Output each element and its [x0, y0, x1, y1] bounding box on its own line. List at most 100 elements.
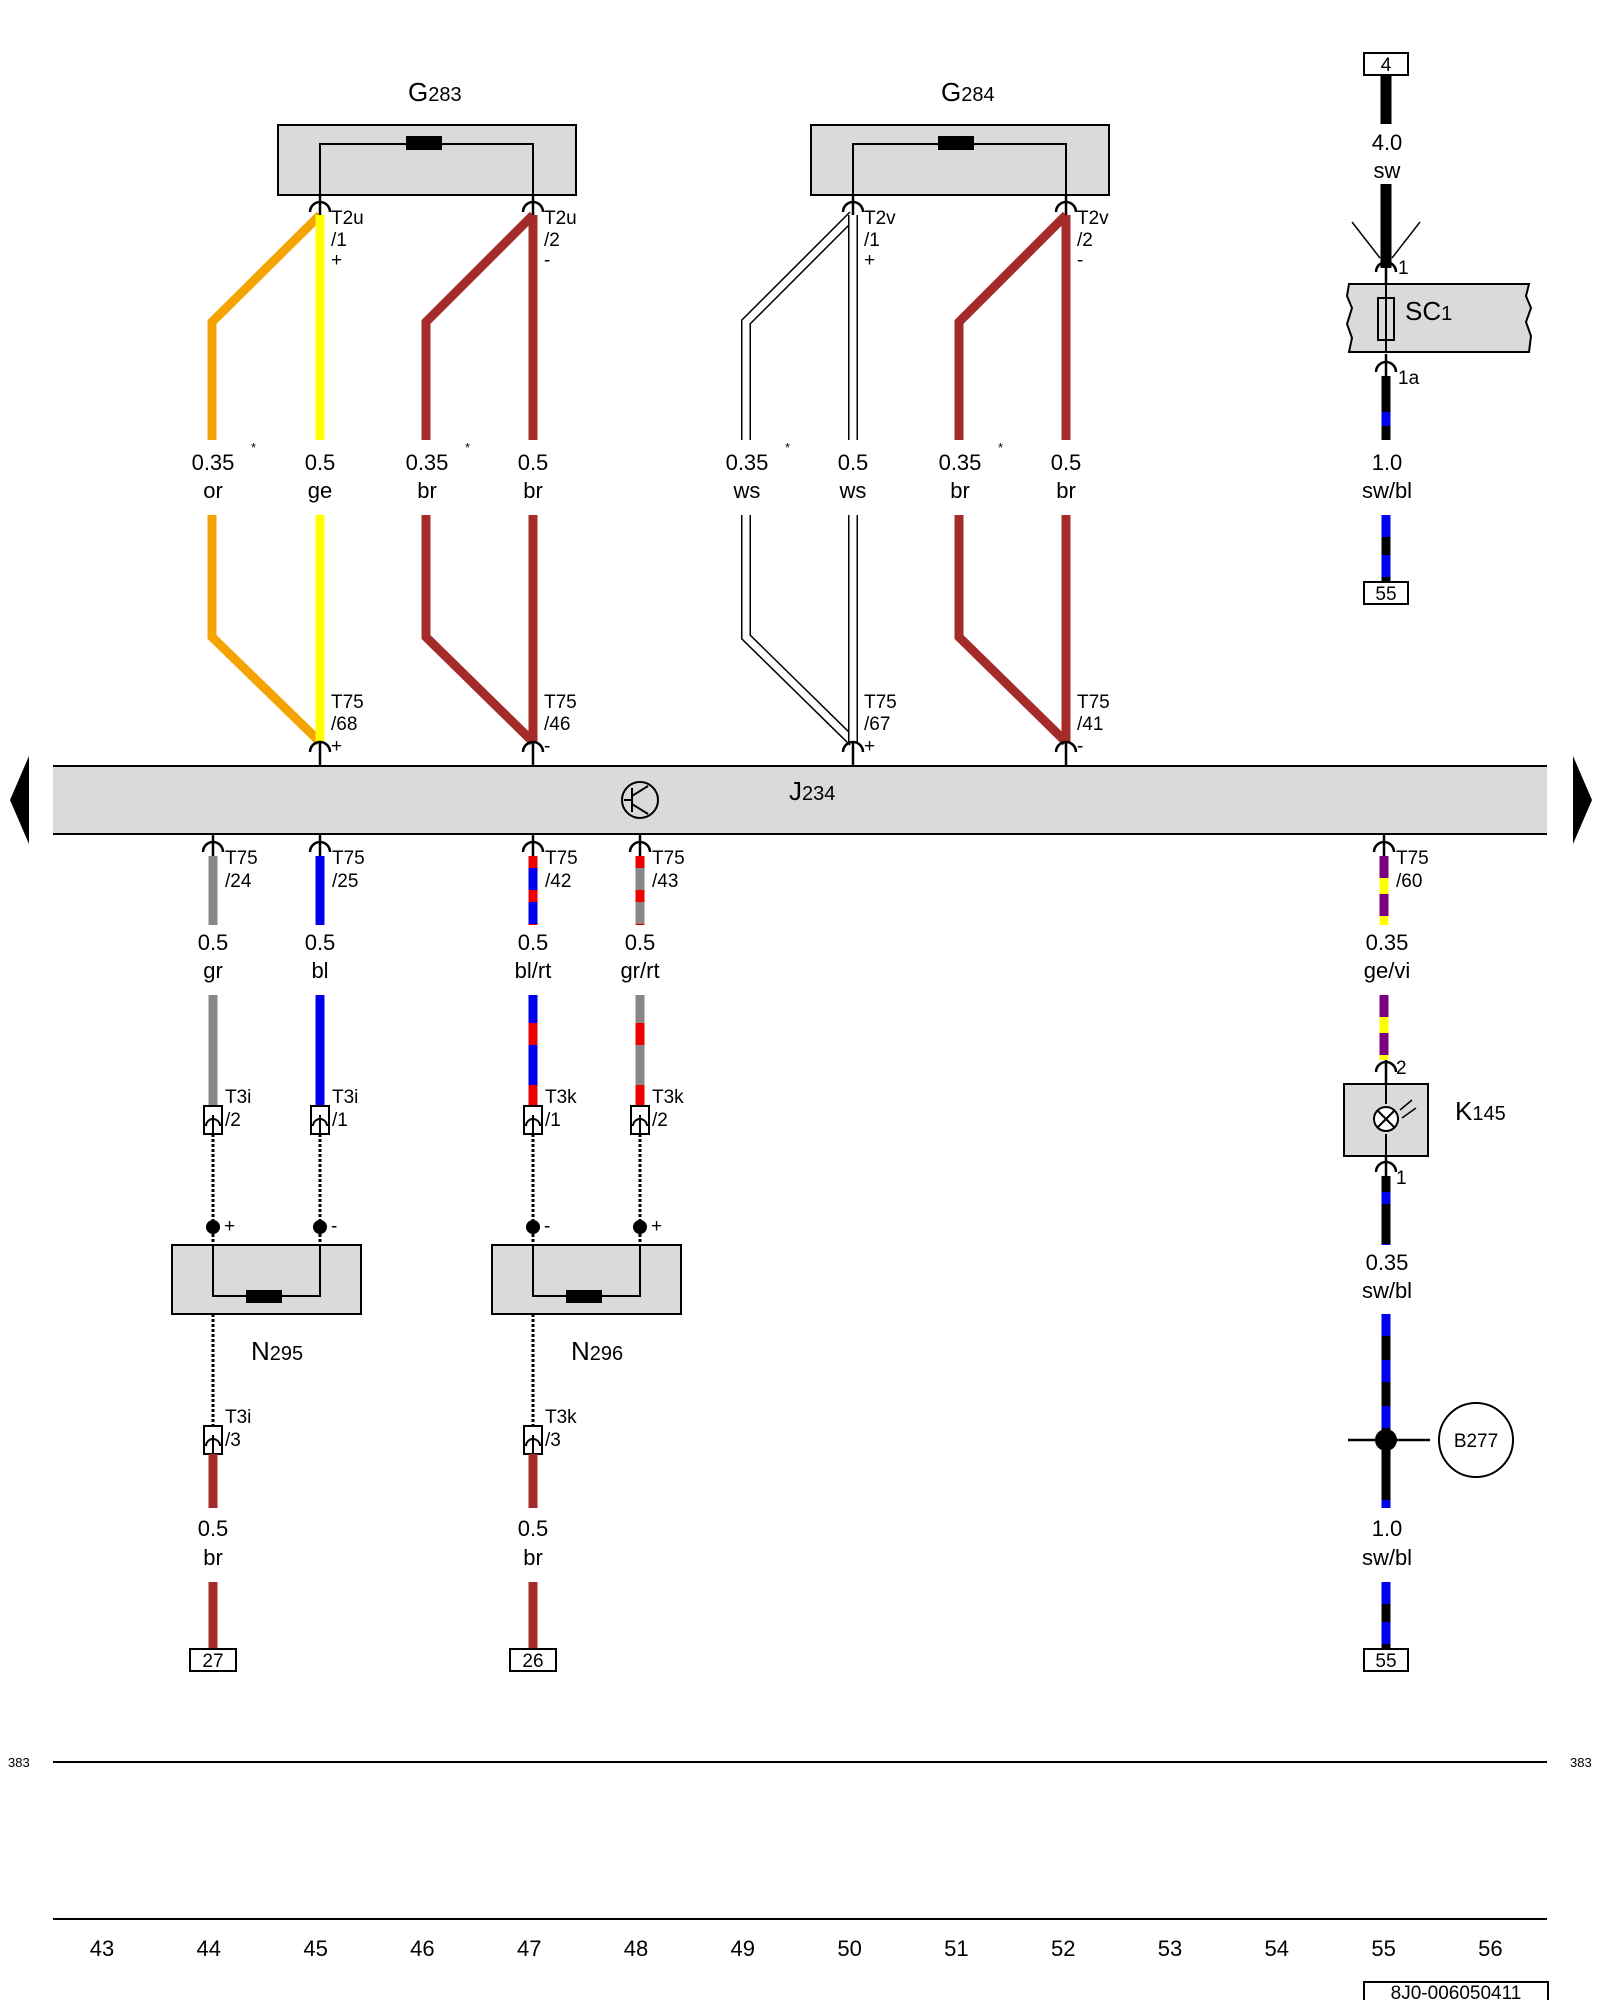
svg-text:br: br: [523, 1545, 543, 1570]
svg-text:sw: sw: [1374, 158, 1401, 183]
junction-dots: [206, 1220, 647, 1234]
wire-size: 0.5: [1051, 450, 1082, 475]
svg-text:1.0: 1.0: [1372, 450, 1403, 475]
page-number-left: 383: [8, 1755, 30, 1770]
svg-text:1: 1: [1398, 258, 1409, 279]
svg-text:T3k: T3k: [545, 1087, 577, 1108]
svg-text:/1: /1: [331, 230, 347, 251]
svg-text:bl: bl: [311, 958, 328, 983]
svg-text:1a: 1a: [1398, 368, 1420, 389]
svg-text:2: 2: [1396, 1058, 1407, 1079]
svg-text:-: -: [1077, 736, 1083, 757]
wire-w1[interactable]: [207, 211, 324, 746]
svg-text:27: 27: [202, 1651, 223, 1672]
svg-text:-: -: [331, 1216, 337, 1237]
svg-text:55: 55: [1375, 1651, 1396, 1672]
svg-text:sw/bl: sw/bl: [1362, 1545, 1412, 1570]
pin-labels-j234-bottom: T75 /24 T75 /25 T75 /42 T75 /43 T75 /60: [225, 848, 1429, 892]
svg-text:T75: T75: [544, 692, 577, 713]
svg-text:/1: /1: [545, 1110, 561, 1131]
wire-labels-mid: 0.5 gr 0.5 bl 0.5 bl/rt 0.5 gr/rt 0.35 g…: [198, 930, 1411, 983]
pin-labels-right: 1 1a 2 1: [1396, 258, 1420, 1189]
svg-text:/1: /1: [332, 1110, 348, 1131]
svg-text:/42: /42: [545, 871, 571, 892]
connector-symbols-j234-bottom: [201, 834, 1396, 856]
ref-box-4[interactable]: 4: [1363, 52, 1409, 76]
continue-right-arrow[interactable]: [1573, 756, 1592, 844]
svg-text:4.0: 4.0: [1372, 130, 1403, 155]
svg-text:+: +: [864, 250, 875, 271]
svg-text:8J0-006050411: 8J0-006050411: [1391, 1983, 1522, 2000]
component-n296[interactable]: [491, 1244, 682, 1315]
column-number: 53: [1158, 1936, 1182, 1961]
star-mark: *: [465, 440, 470, 455]
svg-text:0.5: 0.5: [198, 930, 229, 955]
svg-text:T2u: T2u: [331, 208, 364, 229]
svg-text:0.5: 0.5: [198, 1516, 229, 1541]
svg-text:/3: /3: [225, 1430, 241, 1451]
svg-text:ge/vi: ge/vi: [1364, 958, 1410, 983]
svg-text:br: br: [203, 1545, 223, 1570]
svg-text:26: 26: [522, 1651, 543, 1672]
ground-connection-b277[interactable]: B277: [1348, 1402, 1514, 1478]
svg-text:+: +: [331, 250, 342, 271]
svg-text:/25: /25: [332, 871, 358, 892]
plug-pin-labels: T3i /2 T3i /1 T3k /1 T3k /2 T3i /3 T3k /…: [225, 1087, 684, 1451]
column-number: 46: [410, 1936, 434, 1961]
svg-text:T75: T75: [864, 692, 897, 713]
ref-box-26[interactable]: 26: [509, 1648, 557, 1672]
component-n295[interactable]: [171, 1244, 362, 1315]
label-k145: K145: [1455, 1096, 1506, 1126]
component-j234[interactable]: [53, 765, 1547, 835]
wire-w5[interactable]: [741, 211, 857, 746]
ref-box-27[interactable]: 27: [189, 1648, 237, 1672]
svg-text:T3i: T3i: [332, 1087, 358, 1108]
ref-box-55-top[interactable]: 55: [1363, 581, 1409, 605]
svg-text:-: -: [544, 736, 550, 757]
svg-text:T75: T75: [331, 692, 364, 713]
svg-text:/67: /67: [864, 714, 890, 735]
column-number: 45: [303, 1936, 327, 1961]
label-g284: G284: [941, 77, 995, 107]
wire-size: 0.35: [726, 450, 769, 475]
label-j234: J234: [789, 776, 835, 806]
svg-text:gr: gr: [203, 958, 223, 983]
column-number: 51: [944, 1936, 968, 1961]
column-number: 47: [517, 1936, 541, 1961]
svg-text:0.35: 0.35: [1366, 930, 1409, 955]
svg-text:+: +: [864, 736, 875, 757]
component-sc1[interactable]: [1345, 283, 1533, 353]
svg-text:/2: /2: [1077, 230, 1093, 251]
wire-w3[interactable]: [421, 211, 537, 746]
svg-text:1.0: 1.0: [1372, 1516, 1403, 1541]
svg-text:T3i: T3i: [225, 1407, 251, 1428]
svg-text:B277: B277: [1454, 1431, 1498, 1452]
ref-box-55-bottom[interactable]: 55: [1363, 1648, 1409, 1672]
svg-text:/68: /68: [331, 714, 357, 735]
pin-labels-top: T2u /1 + T2u /2 - T2v /1 + T2v /2 - T75 …: [331, 208, 1110, 757]
svg-text:/46: /46: [544, 714, 570, 735]
continue-left-arrow[interactable]: [10, 756, 29, 844]
svg-text:T75: T75: [1396, 848, 1429, 869]
wire-w7[interactable]: [954, 211, 1070, 746]
svg-text:/60: /60: [1396, 871, 1422, 892]
component-g283[interactable]: [277, 124, 577, 196]
plug-connectors: [203, 1105, 650, 1455]
node-polarity-labels: + - - +: [224, 1216, 662, 1237]
svg-text:0.5: 0.5: [305, 930, 336, 955]
column-number: 44: [197, 1936, 221, 1961]
wire-size: 0.5: [518, 450, 549, 475]
wire-labels-right: 4.0 sw 1.0 sw/bl 0.35 sw/bl 1.0 sw/bl: [1362, 130, 1412, 1570]
label-sc1: SC1: [1405, 296, 1452, 326]
svg-text:-: -: [1077, 250, 1083, 271]
svg-text:T75: T75: [332, 848, 365, 869]
component-k145[interactable]: [1343, 1083, 1429, 1157]
wire-color: br: [1056, 478, 1076, 503]
component-g284[interactable]: [810, 124, 1110, 196]
label-n296: N296: [571, 1336, 623, 1366]
column-number: 50: [837, 1936, 861, 1961]
svg-text:T75: T75: [545, 848, 578, 869]
wire-labels-bottom: 0.5 br 0.5 br: [198, 1516, 549, 1570]
